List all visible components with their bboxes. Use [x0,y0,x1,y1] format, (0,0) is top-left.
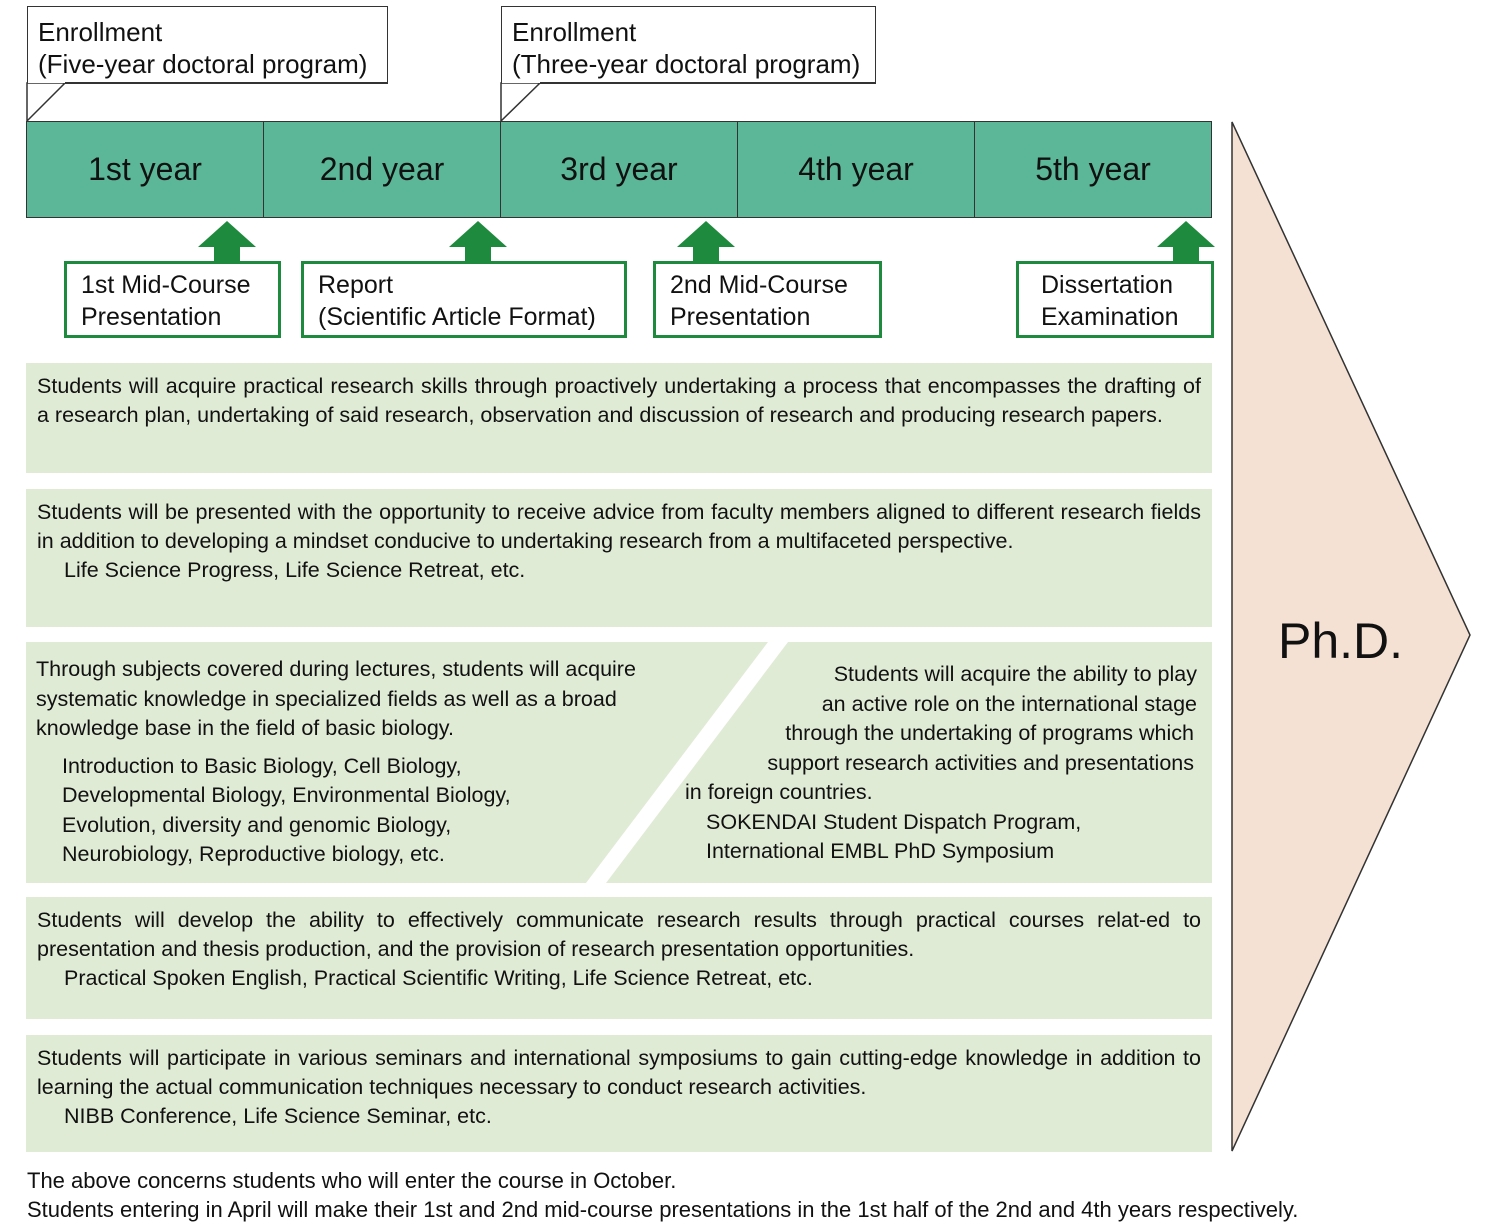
milestone-label: Examination [1041,303,1179,331]
year-4: 4th year [737,122,974,217]
lectures-block: Through subjects covered during lectures… [36,655,636,870]
block-description-line: support research activities and presenta… [767,750,1194,775]
seminars-block: Students will participate in various sem… [26,1035,1212,1152]
block-description-line: Through subjects covered during lectures… [36,657,636,681]
faculty-advice-block: Students will be presented with the oppo… [26,489,1212,627]
block-description: Students will participate in various sem… [37,1046,1201,1099]
milestone-label: Dissertation [1041,271,1173,299]
communication-block: Students will develop the ability to eff… [26,897,1212,1019]
year-5: 5th year [974,122,1211,217]
block-description-line: an active role on the international stag… [821,691,1197,716]
phd-chevron [1231,121,1471,1152]
enrollment-five-year-program: (Five-year doctoral program) [38,49,368,79]
phd-label: Ph.D. [1278,613,1404,669]
block-description-line: in foreign countries. [685,780,873,804]
block-example-line: Developmental Biology, Environmental Bio… [62,783,511,807]
milestone-label: 1st Mid-Course [81,271,251,299]
enrollment-five-year-title: Enrollment [38,17,163,47]
block-example-line: Evolution, diversity and genomic Biology… [62,812,452,837]
block-examples: Practical Spoken English, Practical Scie… [64,966,813,990]
milestone-first-mid-course: 1st Mid-Course Presentation [64,261,281,338]
block-example-line: Introduction to Basic Biology, Cell Biol… [62,753,462,778]
year-2: 2nd year [263,122,500,217]
footnote: The above concerns students who will ent… [27,1166,1298,1224]
callout-tails [26,82,542,123]
enrollment-three-year-title: Enrollment [512,17,637,47]
milestone-label: (Scientific Article Format) [318,303,596,331]
block-description-line: through the undertaking of programs whic… [785,721,1194,745]
arrow-up-icon [677,221,735,261]
year-3: 3rd year [500,122,737,217]
enrollment-three-year-program: (Three-year doctoral program) [512,49,861,79]
milestone-report: Report (Scientific Article Format) [301,261,627,338]
block-description: Students will be presented with the oppo… [37,500,1201,553]
year-1: 1st year [88,151,202,187]
footnote-line: The above concerns students who will ent… [27,1168,677,1193]
block-example-line: Neurobiology, Reproductive biology, etc. [62,842,445,866]
milestone-label: Presentation [670,303,811,331]
block-description: Students will acquire practical research… [37,374,1201,427]
block-description: Students will develop the ability to eff… [37,908,1201,961]
footnote-line: Students entering in April will make the… [27,1197,1299,1222]
block-examples: Life Science Progress, Life Science Retr… [64,558,526,582]
block-description-line: systematic knowledge in specialized fiel… [36,686,617,711]
arrow-up-icon [1157,221,1215,261]
arrow-up-icon [198,221,256,261]
block-examples: NIBB Conference, Life Science Seminar, e… [64,1104,492,1128]
milestone-label: 2nd Mid-Course [670,271,848,299]
block-example-line: International EMBL PhD Symposium [706,839,1055,863]
enrollment-three-year-callout: Enrollment (Three-year doctoral program) [501,6,876,83]
milestone-dissertation: Dissertation Examination [1016,261,1214,338]
block-description-line: Students will acquire the ability to pla… [833,662,1197,686]
international-block: Students will acquire the ability to pla… [680,660,1197,867]
milestone-second-mid-course: 2nd Mid-Course Presentation [653,261,882,338]
milestone-label: Report [318,271,394,299]
block-description-line: knowledge base in the field of basic bio… [36,716,454,740]
research-skills-block: Students will acquire practical research… [26,363,1212,473]
milestone-label: Presentation [81,303,222,331]
enrollment-five-year-callout: Enrollment (Five-year doctoral program) [27,6,388,83]
arrow-up-icon [449,221,507,261]
split-block-background [26,642,1212,883]
block-example-line: SOKENDAI Student Dispatch Program, [706,809,1082,834]
year-timeline: 1st year 2nd year 3rd year 4th year 5th … [26,121,1212,218]
